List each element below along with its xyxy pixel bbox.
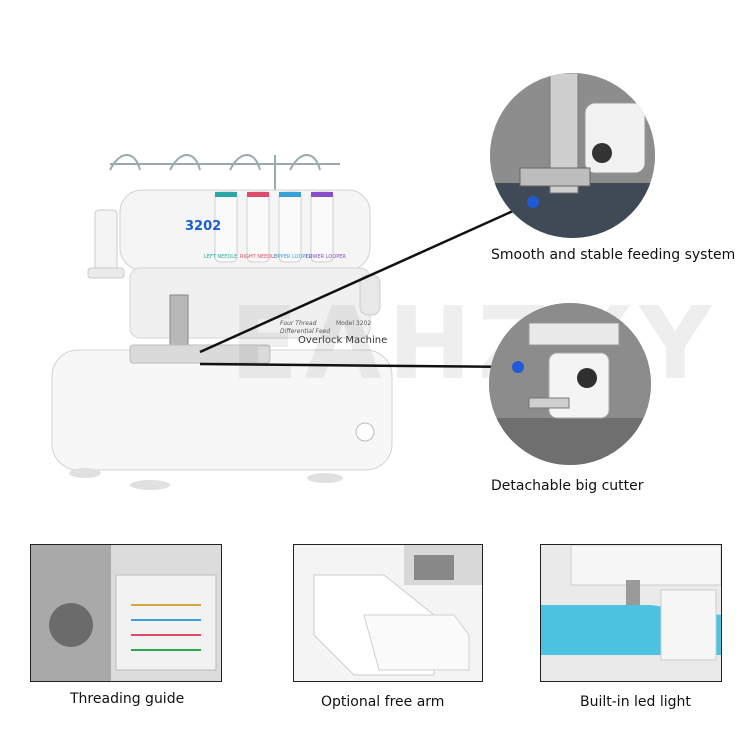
led-light-thumbnail <box>540 544 722 682</box>
callout-label-feeding-system: Smooth and stable feeding system <box>491 247 736 263</box>
callout-label-cutter: Detachable big cutter <box>491 478 644 494</box>
feeding-system-closeup <box>490 73 655 238</box>
dial-label-right-needle: RIGHT NEEDLE <box>240 254 278 260</box>
thumbnail-label-threading-guide: Threading guide <box>70 691 185 707</box>
dial-color-strip <box>215 192 237 197</box>
panel-model: Model 3202 <box>336 320 372 327</box>
dial-label-lower-looper: LOWER LOOPER <box>306 254 346 260</box>
thumbnail-label-free-arm: Optional free arm <box>321 694 445 710</box>
callout-dot-1 <box>527 196 539 208</box>
callout-dot-2 <box>512 361 524 373</box>
cutter-closeup <box>489 303 651 465</box>
panel-line1: Four Thread <box>280 320 317 327</box>
panel-line2: Differential Feed <box>280 328 331 335</box>
dial-color-strip <box>279 192 301 197</box>
threading-guide-thumbnail <box>30 544 222 682</box>
dial-color-strip <box>247 192 269 197</box>
free-arm-thumbnail <box>293 544 483 682</box>
overlock-machine-image: 3202 LEFT NEEDLE RIGHT NEEDLE UPPER LOOP… <box>40 140 400 500</box>
model-number-label: 3202 <box>185 219 222 234</box>
panel-title: Overlock Machine <box>298 335 388 346</box>
dial-label-upper-looper: UPPER LOOPER <box>274 254 313 260</box>
dial-label-left-needle: LEFT NEEDLE <box>204 254 238 260</box>
dial-color-strip <box>311 192 333 197</box>
thumbnail-label-led-light: Built-in led light <box>580 694 691 710</box>
